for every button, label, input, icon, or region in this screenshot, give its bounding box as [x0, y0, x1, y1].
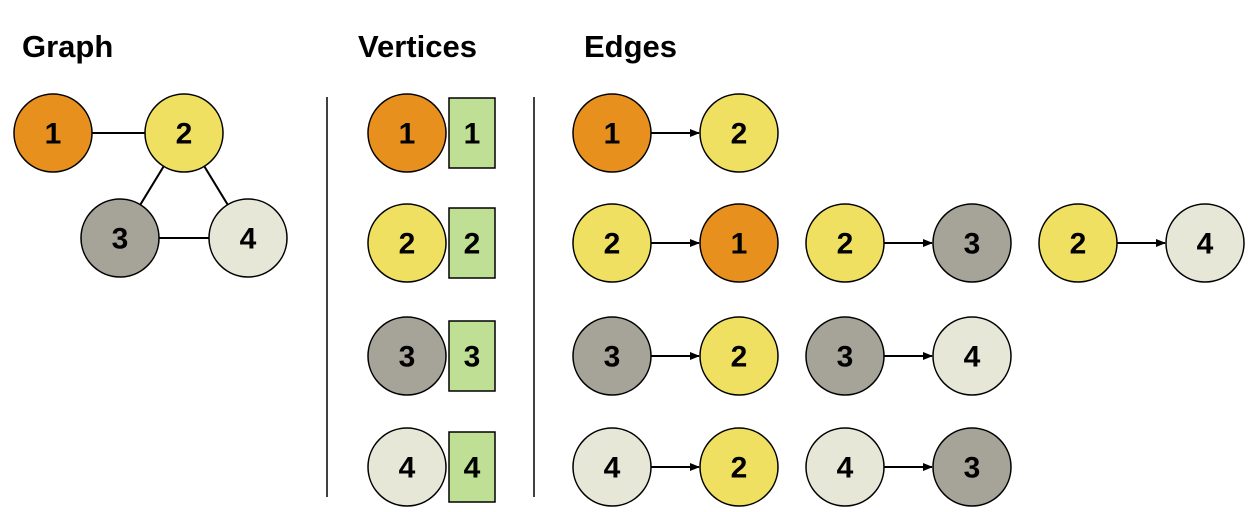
edge-4-2-source-circle: [572, 427, 652, 507]
edge-2-4-target-label: 4: [1197, 228, 1214, 261]
edge-1-2-target-circle: [699, 93, 779, 173]
graph-heading: Graph: [22, 29, 114, 64]
vertex-4-node-label: 4: [399, 452, 416, 485]
edges-heading: Edges: [584, 29, 678, 64]
edge-3-2-source-circle: [572, 316, 652, 396]
edge-2-1-target-label: 1: [731, 228, 748, 261]
edge-4-2-source-label: 4: [604, 452, 621, 485]
edge-3-2-source-label: 3: [604, 341, 621, 374]
edge-2-1-target-circle: [699, 203, 779, 283]
vertex-4-node-circle: [367, 427, 447, 507]
edge-2-4-source-label: 2: [1070, 228, 1087, 261]
edge-3-4-target-label: 4: [964, 341, 981, 374]
edge-2-4-source-circle: [1038, 203, 1118, 283]
graph-node-4-label: 4: [240, 223, 257, 256]
edge-4-3-source-label: 4: [837, 452, 854, 485]
graph-node-1-label: 1: [45, 118, 62, 151]
edge-2-3-source-label: 2: [837, 228, 854, 261]
graph-node-3-circle: [80, 198, 160, 278]
vertex-2-node-circle: [367, 203, 447, 283]
edge-1-2-source-label: 1: [604, 118, 621, 151]
vertices-section: 1 1 2 2 3 3 4 4: [367, 93, 496, 507]
vertex-2-node-label: 2: [399, 228, 416, 261]
edge-4-3-source-circle: [805, 427, 885, 507]
vertex-3-value-box: [448, 320, 496, 392]
vertices-heading: Vertices: [358, 29, 477, 64]
graph-node-1-circle: [13, 93, 93, 173]
vertex-2-value-label: 2: [464, 228, 481, 261]
edge-3-4-source-label: 3: [837, 341, 854, 374]
graph-node-3-label: 3: [112, 223, 129, 256]
edge-3-4-target-circle: [932, 316, 1012, 396]
edge-4-2-target-circle: [699, 427, 779, 507]
edge-4-3-target-label: 3: [964, 452, 981, 485]
vertex-1-value-label: 1: [464, 118, 481, 151]
edge-3-2-target-circle: [699, 316, 779, 396]
edge-2-1-source-label: 2: [604, 228, 621, 261]
vertex-3-value-label: 3: [464, 341, 481, 374]
vertex-2-value-box: [448, 207, 496, 279]
graph-node-2-label: 2: [176, 118, 193, 151]
vertex-1-node-circle: [367, 93, 447, 173]
graph-node-4-circle: [208, 198, 288, 278]
edge-2-1-source-circle: [572, 203, 652, 283]
edge-4-3-target-circle: [932, 427, 1012, 507]
vertex-1-node-label: 1: [399, 118, 416, 151]
edge-1-2-target-label: 2: [731, 118, 748, 151]
edge-2-3-target-circle: [932, 203, 1012, 283]
graph-section: 1 2 3 4: [13, 93, 288, 278]
vertex-4-value-label: 4: [464, 452, 481, 485]
graph-edge-2-4: [203, 165, 229, 206]
graph-node-2-circle: [144, 93, 224, 173]
vertex-3-node-circle: [367, 316, 447, 396]
edge-1-2-source-circle: [572, 93, 652, 173]
edge-2-3-source-circle: [805, 203, 885, 283]
edge-2-3-target-label: 3: [964, 228, 981, 261]
vertex-3-node-label: 3: [399, 341, 416, 374]
vertex-4-value-box: [448, 431, 496, 503]
edge-3-2-target-label: 2: [731, 341, 748, 374]
edge-2-4-target-circle: [1165, 203, 1245, 283]
edge-3-4-source-circle: [805, 316, 885, 396]
graph-edge-2-3: [139, 165, 165, 206]
edge-4-2-target-label: 2: [731, 452, 748, 485]
vertex-1-value-box: [448, 97, 496, 169]
